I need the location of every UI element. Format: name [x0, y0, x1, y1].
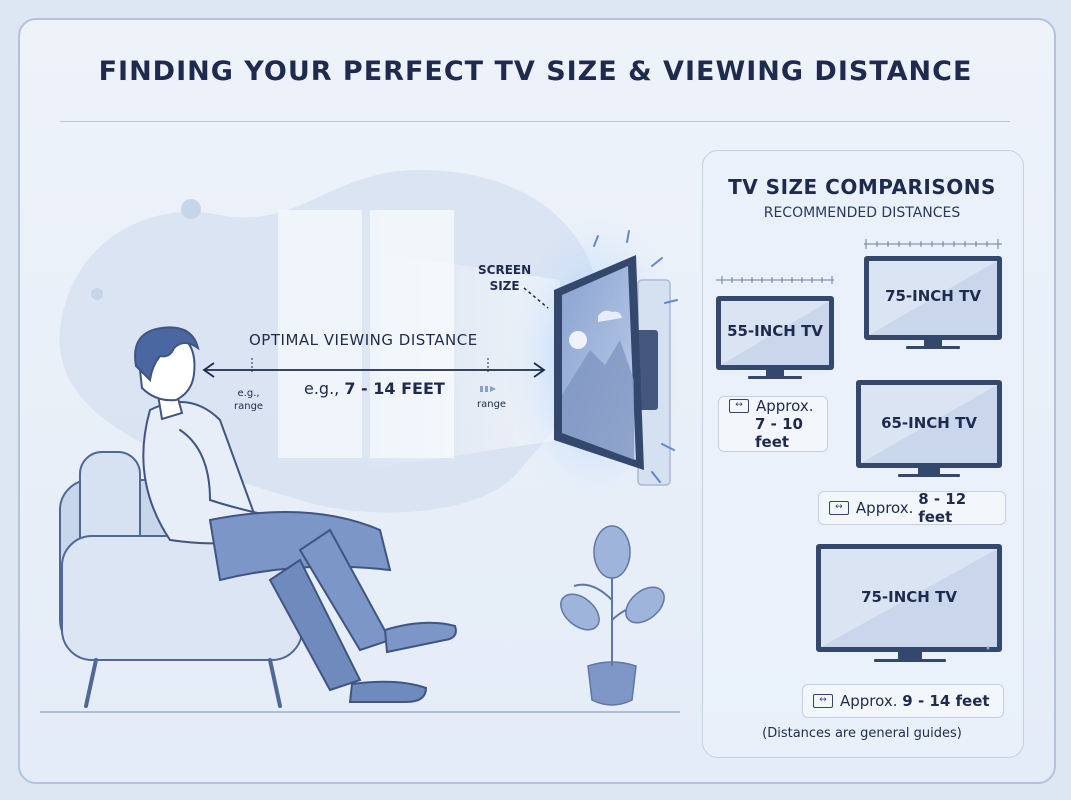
tv-65-inch — [856, 380, 1002, 477]
distance-icon: ↔ — [829, 501, 849, 515]
chip-65-prefix: Approx. — [855, 499, 914, 517]
tv-75-inch-top — [864, 256, 1002, 349]
distance-icon: ↔ — [729, 399, 749, 413]
distance-chip-75: ↔ Approx. 9 - 14 feet — [802, 684, 1004, 718]
screen-size-line-1: SCREEN — [478, 263, 532, 277]
screen-size-line-2: SIZE — [489, 279, 520, 293]
wall-tv — [554, 255, 644, 470]
panel-subtitle: RECOMMENDED DISTANCES — [763, 205, 961, 221]
chip-55-line-1: Approx. — [756, 397, 814, 415]
scale-ticks-75 — [864, 239, 1002, 249]
tv-label-75-large: 75-INCH TV — [861, 588, 957, 606]
title-divider — [60, 121, 1010, 122]
light-beam — [360, 250, 560, 470]
tv-label-55: 55-INCH TV — [727, 322, 823, 340]
optimal-distance-label: OPTIMAL VIEWING DISTANCE — [249, 331, 478, 349]
example-distance: e.g., 7 - 14 FEET — [304, 379, 445, 398]
tv-label-65: 65-INCH TV — [881, 414, 977, 432]
chip-65-value: 8 - 12 feet — [918, 490, 967, 526]
panel-title: TV SIZE COMPARISONS — [728, 175, 996, 199]
distance-icon: ↔ — [813, 694, 833, 708]
chip-75-prefix: Approx. — [840, 692, 898, 710]
tv-label-75-top: 75-INCH TV — [885, 287, 981, 305]
scale-ticks-55 — [716, 276, 834, 284]
decor-circle — [181, 199, 201, 219]
chip-75-value: 9 - 14 feet — [902, 692, 990, 710]
page-title: FINDING YOUR PERFECT TV SIZE & VIEWING D… — [98, 56, 973, 87]
left-marker-line-1: e.g., — [237, 388, 260, 399]
screen-size-label: SCREEN SIZE — [478, 262, 531, 294]
right-marker-arrow — [480, 386, 496, 392]
screen-size-pointer — [523, 287, 549, 309]
right-range-marker: range — [477, 399, 507, 410]
example-value: 7 - 14 FEET — [344, 379, 445, 398]
chip-55-line-2: 7 - 10 feet — [755, 415, 803, 451]
seated-person — [134, 326, 457, 703]
glow-rays — [593, 230, 678, 483]
potted-plant — [560, 525, 665, 706]
left-marker-line-2: range — [234, 401, 264, 412]
example-prefix: e.g., — [304, 379, 345, 398]
panel-footnote: (Distances are general guides) — [762, 726, 962, 741]
decor-circle — [91, 288, 103, 300]
tv-75-inch-large — [816, 544, 1002, 662]
distance-arrow — [202, 362, 546, 378]
distance-chip-55: ↔ Approx. 7 - 10 feet — [718, 396, 828, 452]
tv-55-inch — [716, 296, 834, 379]
distance-chip-65: ↔ Approx. 8 - 12 feet — [818, 490, 1006, 526]
left-range-marker: e.g., range — [234, 387, 263, 413]
